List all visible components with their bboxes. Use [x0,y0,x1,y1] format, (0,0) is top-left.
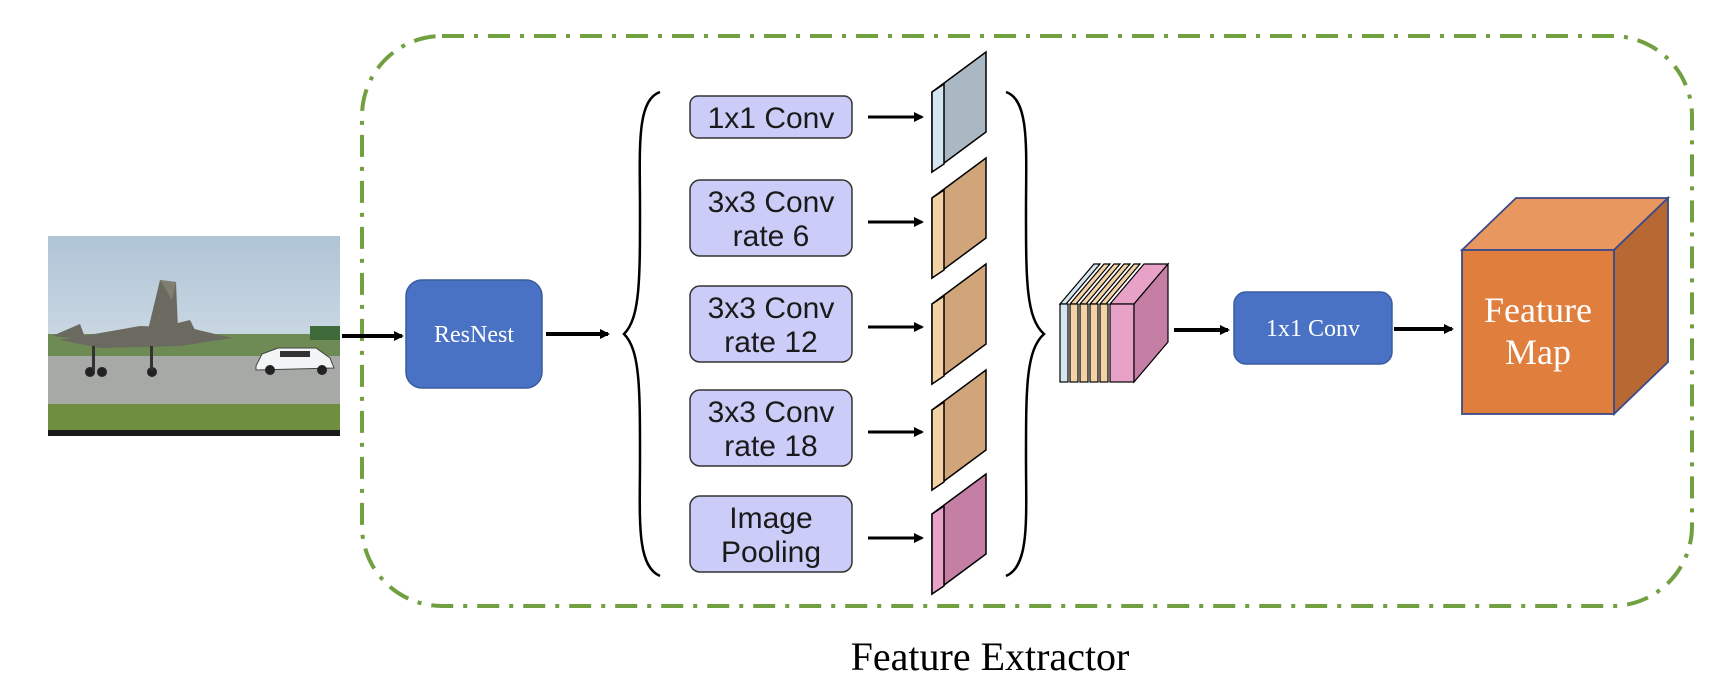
aspp-branch-pooling-line2: Pooling [721,536,821,569]
input-image [48,236,340,436]
aspp-branch-pooling-line1: Image [729,502,812,535]
feature-slab-rate6 [931,156,987,280]
concatenated-features [1058,262,1170,384]
feature-extractor-region [360,34,1694,608]
aspp-left-brace [622,90,661,578]
aspp-branch-rate6-line2: rate 6 [733,220,810,253]
backbone-block: ResNest [405,279,543,389]
aspp-branch-rate6: 3x3 Conv rate 6 [689,156,987,280]
feature-slab-1x1 [931,50,987,174]
aspp-right-brace [1005,90,1046,578]
aspp-branch-rate18-line2: rate 18 [724,430,817,463]
feature-map-line2: Map [1505,332,1571,372]
aspp-branch-rate12: 3x3 Conv rate 12 [689,262,987,386]
aspp-branch-rate12-line1: 3x3 Conv [708,292,835,325]
aspp-branch-rate18: 3x3 Conv rate 18 [689,368,987,492]
feature-slab-rate12 [931,262,987,386]
aspp-branch-1x1: 1x1 Conv [689,50,987,174]
aspp-branch-image-pooling: Image Pooling [689,472,987,596]
final-conv-label: 1x1 Conv [1266,316,1360,342]
aspp-branch-1x1-label: 1x1 Conv [708,102,835,135]
aspp-branch-rate6-line1: 3x3 Conv [708,186,835,219]
final-conv-block: 1x1 Conv [1233,291,1393,365]
feature-slab-rate18 [931,368,987,492]
aspp-branch-rate18-line1: 3x3 Conv [708,396,835,429]
backbone-label: ResNest [434,322,514,348]
feature-map-line1: Feature [1484,290,1592,330]
feature-map-cube: Feature Map [1459,195,1671,417]
aspp-branch-rate12-line2: rate 12 [724,326,817,359]
diagram-caption: Feature Extractor [851,634,1130,676]
feature-slab-pooling [931,472,987,596]
